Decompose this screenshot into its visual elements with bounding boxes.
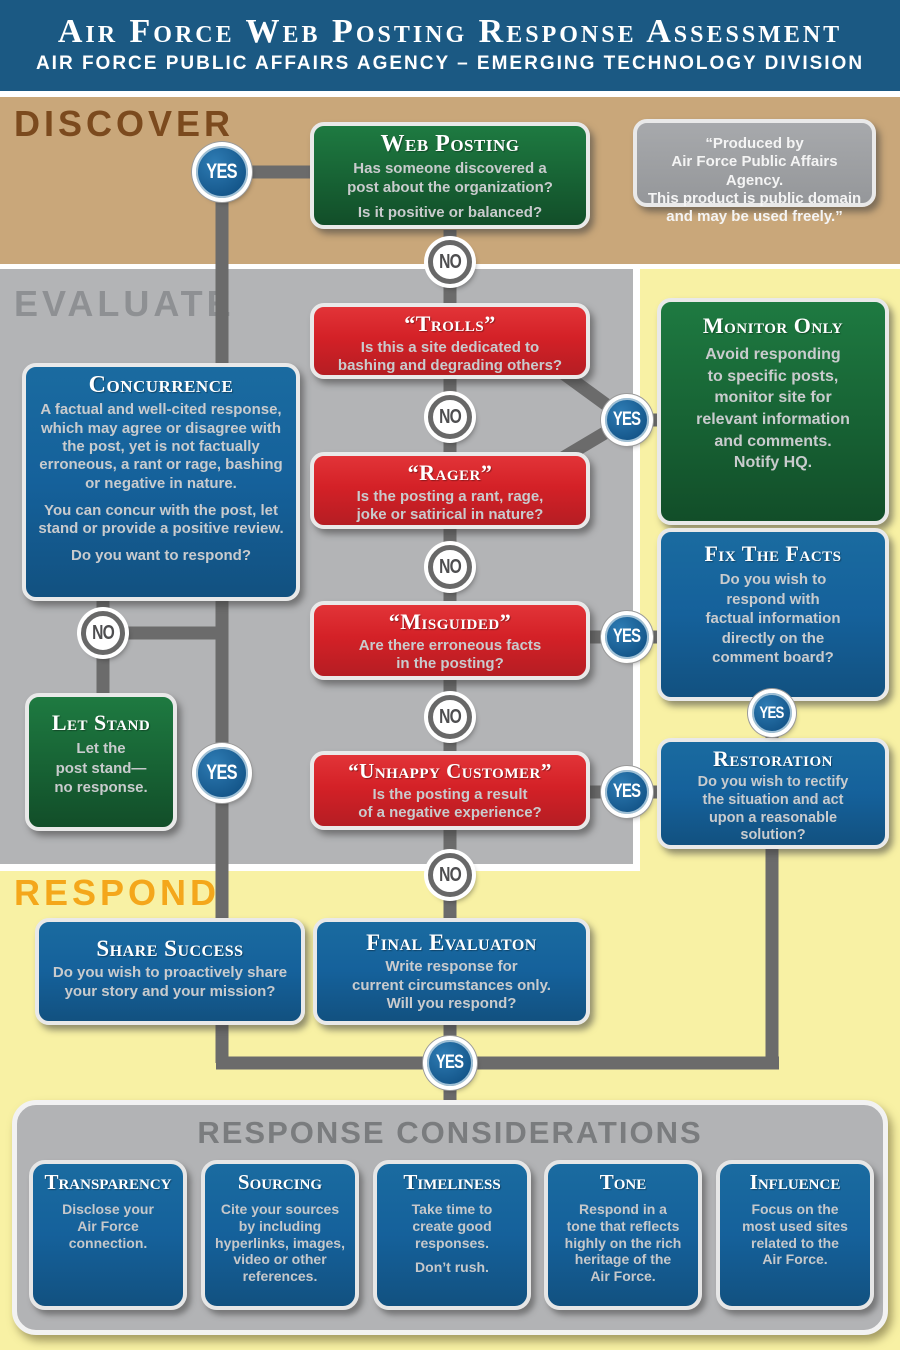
card-transparency: Transparency Disclose your Air Force con… — [29, 1160, 187, 1310]
no-badge-concurrence: NO — [81, 611, 125, 655]
box-let-stand-title: Let Stand — [51, 710, 151, 735]
produced-by-text: “Produced by Air Force Public Affairs Ag… — [647, 135, 862, 226]
card-timeliness-title: Timeliness — [403, 1170, 501, 1194]
box-fix-the-facts-question: Do you wish to respond with factual info… — [705, 571, 841, 667]
box-share-success: Share Success Do you wish to proactively… — [35, 918, 305, 1025]
page-title: Air Force Web Posting Response Assessmen… — [57, 13, 843, 50]
header-bar: Air Force Web Posting Response Assessmen… — [0, 0, 900, 91]
box-final-evaluation-text: Write response for current circumstances… — [352, 958, 551, 1012]
box-concurrence-p2: You can concur with the post, let stand … — [38, 501, 284, 538]
section-label-respond: RESPOND — [14, 872, 221, 913]
box-concurrence-title: Concurrence — [88, 372, 234, 398]
box-misguided: “Misguided” Are there erroneous facts in… — [310, 601, 590, 680]
card-timeliness: Timeliness Take time to create good resp… — [373, 1160, 531, 1310]
box-monitor-only-text: Avoid responding to specific posts, moni… — [696, 346, 850, 472]
box-unhappy-customer-question: Is the posting a result of a negative ex… — [358, 786, 542, 822]
card-timeliness-text-2: Don’t rush. — [415, 1259, 489, 1276]
card-sourcing-title: Sourcing — [237, 1170, 323, 1194]
box-let-stand: Let Stand Let the post stand— no respons… — [25, 693, 177, 831]
box-web-posting: Web Posting Has someone discovered a pos… — [310, 122, 590, 229]
card-tone-text: Respond in a tone that reflects highly o… — [564, 1201, 682, 1285]
yes-badge-fix-to-restoration: YES — [752, 693, 792, 733]
box-rager-title: “Rager” — [407, 460, 493, 485]
box-web-posting-title: Web Posting — [380, 131, 520, 157]
box-concurrence: Concurrence A factual and well-cited res… — [22, 363, 300, 601]
card-sourcing-text: Cite your sources by including hyperlink… — [215, 1201, 345, 1285]
section-label-discover: DISCOVER — [14, 103, 235, 144]
box-misguided-title: “Misguided” — [388, 609, 512, 634]
box-trolls-question: Is this a site dedicated to bashing and … — [337, 339, 563, 375]
box-restoration-title: Restoration — [712, 746, 834, 771]
box-monitor-only: Monitor Only Avoid responding to specifi… — [657, 298, 889, 525]
no-badge-misguided: NO — [428, 695, 472, 739]
box-misguided-question: Are there erroneous facts in the posting… — [358, 637, 542, 673]
no-badge-rager: NO — [428, 545, 472, 589]
box-restoration: Restoration Do you wish to rectify the s… — [657, 738, 889, 849]
box-unhappy-customer: “Unhappy Customer” Is the posting a resu… — [310, 751, 590, 830]
box-rager: “Rager” Is the posting a rant, rage, jok… — [310, 452, 590, 529]
box-restoration-question: Do you wish to rectify the situation and… — [697, 774, 849, 844]
card-sourcing: Sourcing Cite your sources by including … — [201, 1160, 359, 1310]
yes-badge-concurrence: YES — [196, 747, 248, 799]
box-web-posting-question-2: Is it positive or balanced? — [357, 203, 543, 221]
box-trolls-title: “Trolls” — [404, 311, 496, 336]
box-produced-by: “Produced by Air Force Public Affairs Ag… — [633, 119, 876, 225]
card-tone-title: Tone — [599, 1170, 647, 1194]
box-unhappy-customer-title: “Unhappy Customer” — [348, 759, 552, 783]
box-concurrence-p1: A factual and well-cited response, which… — [39, 401, 283, 492]
card-influence-title: Influence — [749, 1170, 841, 1194]
box-fix-the-facts-title: Fix The Facts — [704, 541, 842, 566]
box-final-evaluation: Final Evaluaton Write response for curre… — [313, 918, 590, 1025]
no-badge-trolls: NO — [428, 395, 472, 439]
no-badge-unhappy-customer: NO — [428, 853, 472, 897]
no-badge-web-posting: NO — [428, 240, 472, 284]
box-fix-the-facts: Fix The Facts Do you wish to respond wit… — [657, 528, 889, 701]
card-timeliness-text: Take time to create good responses. — [411, 1201, 493, 1251]
response-considerations-panel: RESPONSE CONSIDERATIONS Transparency Dis… — [12, 1100, 888, 1335]
yes-badge-final-evaluation: YES — [427, 1040, 473, 1086]
page-subtitle: AIR FORCE PUBLIC AFFAIRS AGENCY – EMERGI… — [35, 53, 865, 74]
card-influence-text: Focus on the most used sites related to … — [742, 1201, 848, 1268]
card-transparency-text: Disclose your Air Force connection. — [62, 1201, 154, 1251]
box-concurrence-p3: Do you want to respond? — [71, 547, 251, 565]
section-label-evaluate: EVALUATE — [14, 283, 235, 324]
yes-badge-fix-the-facts: YES — [605, 615, 649, 659]
box-monitor-only-title: Monitor Only — [702, 313, 844, 338]
box-let-stand-text: Let the post stand— no response. — [54, 740, 148, 797]
box-share-success-title: Share Success — [96, 936, 244, 961]
box-trolls: “Trolls” Is this a site dedicated to bas… — [310, 303, 590, 379]
yes-badge-monitor-only: YES — [605, 398, 649, 442]
yes-badge-discover: YES — [196, 146, 248, 198]
yes-badge-restoration: YES — [605, 770, 649, 814]
response-considerations-title: RESPONSE CONSIDERATIONS — [197, 1115, 703, 1150]
box-web-posting-question: Has someone discovered a post about the … — [347, 160, 553, 196]
box-final-evaluation-title: Final Evaluaton — [366, 930, 537, 955]
box-share-success-question: Do you wish to proactively share your st… — [52, 964, 288, 1000]
card-transparency-title: Transparency — [44, 1170, 172, 1194]
card-influence: Influence Focus on the most used sites r… — [716, 1160, 874, 1310]
box-rager-question: Is the posting a rant, rage, joke or sat… — [356, 488, 544, 524]
card-tone: Tone Respond in a tone that reflects hig… — [544, 1160, 702, 1310]
